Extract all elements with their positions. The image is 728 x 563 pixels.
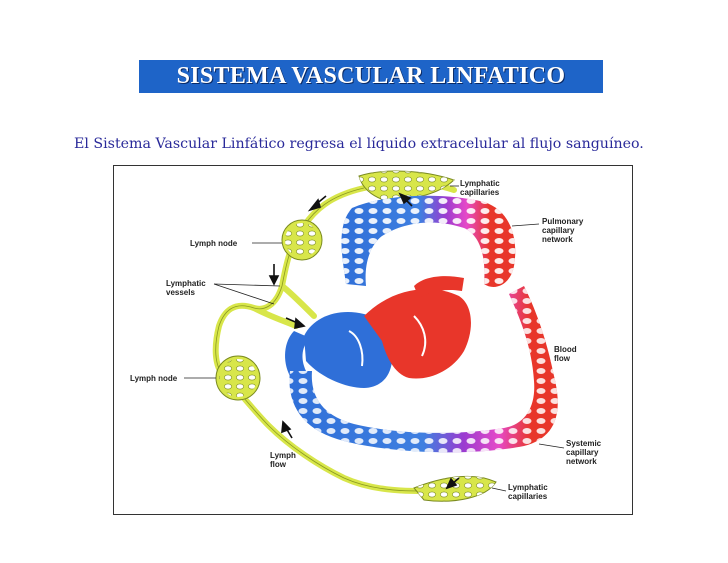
intro-paragraph: El Sistema Vascular Linfático regresa el… [74, 136, 644, 153]
label-systemic: Systemic [566, 439, 602, 448]
label-pulmonary: Pulmonary [542, 217, 584, 226]
label-lymphatic-capillaries-top-2: capillaries [460, 188, 500, 197]
label-blood-flow: Blood [554, 345, 577, 354]
label-pulmonary-2: capillary [542, 226, 575, 235]
systemic-capillary-network [289, 286, 558, 453]
label-lymphatic-capillaries-top: Lymphatic [460, 179, 500, 188]
lymph-node-bottom [215, 355, 261, 401]
lymphatic-capillaries-bottom [413, 475, 497, 502]
label-lymphatic-capillaries-bottom-2: capillaries [508, 492, 548, 501]
label-lymphatic-vessels: Lymphatic [166, 279, 206, 288]
label-lymph-flow-2: flow [270, 460, 287, 469]
circulation-figure: Lymphatic capillaries Pulmonary capillar… [113, 165, 633, 515]
label-lymphatic-capillaries-bottom: Lymphatic [508, 483, 548, 492]
label-pointers [184, 185, 565, 492]
label-pulmonary-3: network [542, 235, 573, 244]
label-lymph-flow: Lymph [270, 451, 296, 460]
page-title: SISTEMA VASCULAR LINFATICO [176, 63, 566, 89]
flow-arrows [268, 192, 460, 490]
label-systemic-2: capillary [566, 448, 599, 457]
circulation-diagram: Lymphatic capillaries Pulmonary capillar… [130, 170, 602, 502]
label-lymphatic-vessels-2: vessels [166, 288, 195, 297]
label-blood-flow-2: flow [554, 354, 571, 363]
lymphatic-capillaries-top [358, 170, 455, 201]
lymph-node-top [281, 219, 323, 261]
title-banner: SISTEMA VASCULAR LINFATICO [139, 60, 603, 93]
heart [285, 276, 471, 388]
label-lymph-node-bottom: Lymph node [130, 374, 178, 383]
label-lymph-node-top: Lymph node [190, 239, 238, 248]
label-systemic-3: network [566, 457, 597, 466]
pulmonary-capillary-network [341, 195, 516, 287]
